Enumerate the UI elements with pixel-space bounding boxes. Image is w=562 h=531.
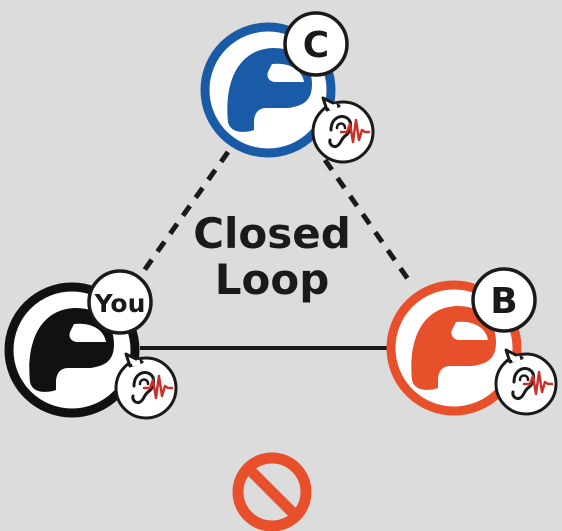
- link-c-you: [133, 150, 231, 284]
- node-you-badge: [87, 269, 153, 335]
- node-c-label: C: [303, 25, 329, 66]
- helmet-icon: [411, 305, 496, 390]
- node-b-label: B: [490, 281, 517, 322]
- center-label-line2: Loop: [215, 255, 330, 304]
- node-c: C: [200, 11, 373, 162]
- helmet-icon: [227, 47, 312, 132]
- node-you: You: [4, 269, 176, 418]
- node-you-label: You: [94, 289, 146, 318]
- node-b: B: [386, 267, 556, 414]
- node-c-badge: [283, 11, 349, 77]
- no-entry-icon: [232, 452, 312, 531]
- link-c-b: [322, 158, 413, 284]
- node-b-badge: [471, 267, 537, 333]
- center-label-line1: Closed: [193, 209, 351, 258]
- helmet-icon: [29, 307, 114, 392]
